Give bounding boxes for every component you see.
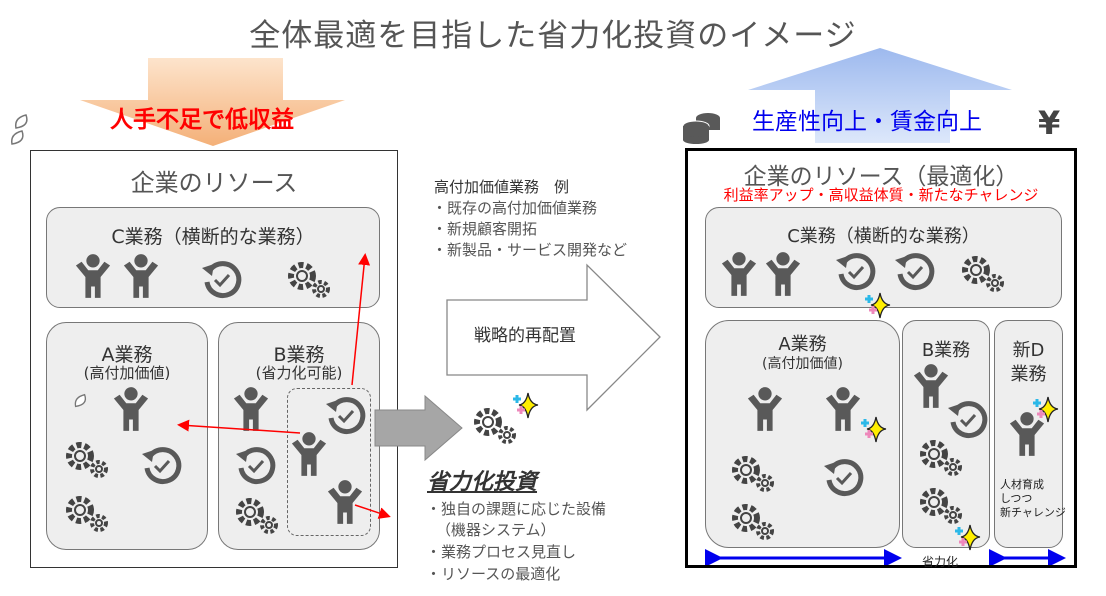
sparkle-icon <box>858 414 888 444</box>
a-task-box <box>46 322 208 550</box>
person-icon <box>824 385 862 433</box>
gears-icon <box>728 500 778 544</box>
person-icon <box>746 385 784 433</box>
clock-icon <box>834 250 878 294</box>
d-note: 新チャレンジ <box>1000 506 1066 519</box>
optimized-resources-panel <box>685 148 1077 568</box>
coins-icon <box>682 113 720 144</box>
a-task-label: A業務 <box>778 334 827 355</box>
c-task-label: C業務（横断的な業務） <box>111 226 315 248</box>
a-task-label: A業務 <box>101 344 153 366</box>
investment-item: （機器システム） <box>436 521 556 539</box>
decline-arrow <box>80 58 345 146</box>
yen-icon: ¥ <box>1038 104 1061 142</box>
sparkle-icon <box>510 390 540 420</box>
panel-title: 企業のリソース <box>130 169 298 197</box>
strategic-reallocation-label: 戦略的再配置 <box>474 326 576 346</box>
person-icon <box>764 250 802 298</box>
investment-item: ・リソースの最適化 <box>426 565 561 583</box>
example-item: ・既存の高付加価値業務 <box>432 199 598 217</box>
d-task-label: 業務 <box>1010 364 1047 385</box>
d-note: 人材育成 <box>1000 478 1044 491</box>
examples-title: 高付加価値業務 例 <box>434 178 570 196</box>
person-icon <box>912 362 950 410</box>
a-task-sub: (高付加価値) <box>83 364 171 382</box>
b-task-label: B業務 <box>921 340 971 361</box>
c-task-box <box>705 207 1062 308</box>
sparkle-icon <box>1030 394 1060 424</box>
d-task-label: 新D <box>1012 340 1045 361</box>
b-task-sub: (省力化可能) <box>255 364 343 382</box>
savable-area <box>287 388 371 536</box>
investment-item: ・独自の課題に応じた設備 <box>426 500 607 518</box>
sparkle-icon <box>862 290 892 320</box>
panel-subtitle: 利益率アップ・高収益体質・新たなチャレンジ <box>723 186 1039 204</box>
investment-item: ・業務プロセス見直し <box>426 543 577 561</box>
gears-icon <box>728 452 778 496</box>
example-item: ・新規顧客開拓 <box>432 220 538 238</box>
growth-label: 生産性向上・賃金向上 <box>752 109 982 135</box>
d-note: しつつ <box>1000 492 1033 505</box>
example-item: ・新製品・サービス開発など <box>432 241 628 259</box>
investment-title: 省力化投資 <box>427 470 538 495</box>
panel-title: 企業のリソース（最適化） <box>743 164 1019 190</box>
current-resources-panel <box>30 150 398 568</box>
page-title: 全体最適を目指した省力化投資のイメージ <box>249 18 857 54</box>
sparkle-icon <box>952 522 982 552</box>
c-task-label: C業務（横断的な業務） <box>787 226 980 247</box>
gears-icon <box>916 436 966 480</box>
clock-icon <box>822 456 866 500</box>
decline-label: 人手不足で低収益 <box>110 107 294 133</box>
clock-icon <box>893 250 937 294</box>
saving-label: 省力化 <box>922 555 959 569</box>
person-icon <box>720 250 758 298</box>
a-task-sub: (高付加価値) <box>762 356 843 372</box>
b-task-label: B業務 <box>273 344 325 366</box>
gears-icon <box>958 252 1008 296</box>
growth-arrow <box>748 48 1012 143</box>
